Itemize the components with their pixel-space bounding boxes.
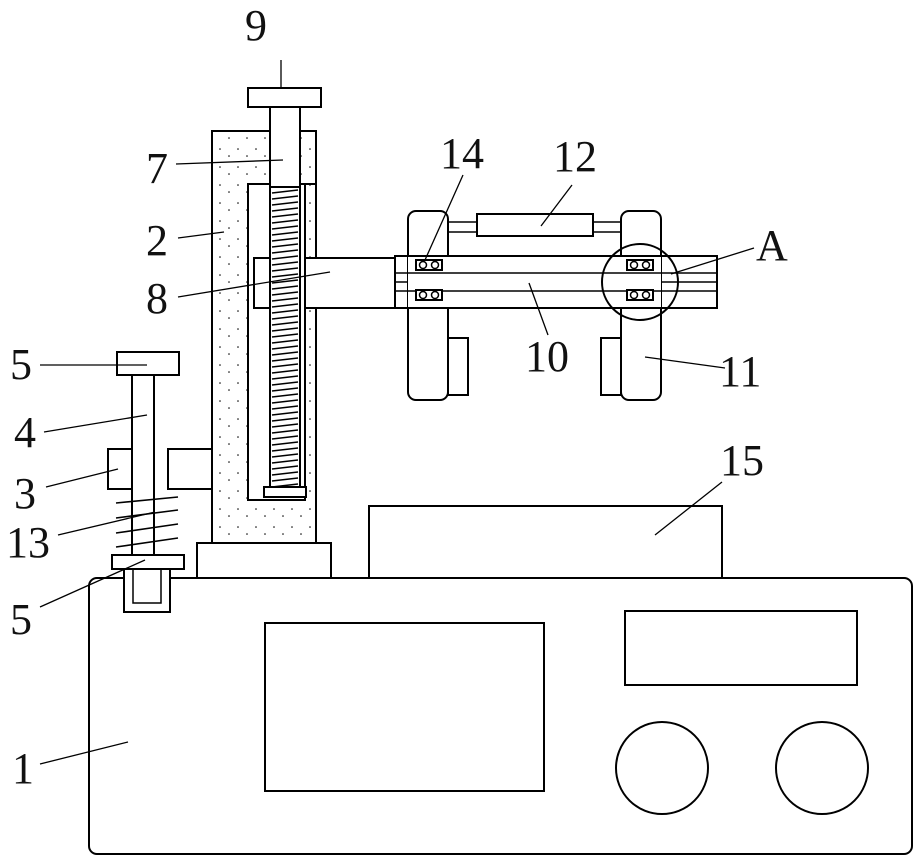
knob-right bbox=[776, 722, 868, 814]
label-11: 11 bbox=[719, 347, 761, 396]
column-base-plate bbox=[197, 543, 331, 578]
label-2: 2 bbox=[146, 216, 168, 265]
knob-left bbox=[616, 722, 708, 814]
label-13: 13 bbox=[6, 518, 50, 567]
label-5-bottom: 5 bbox=[10, 595, 32, 644]
label-5-top: 5 bbox=[10, 340, 32, 389]
work-platform bbox=[369, 506, 722, 578]
display-window bbox=[265, 623, 544, 791]
part-labels: 9 7 2 8 5 4 3 13 5 1 14 12 A 10 11 15 bbox=[6, 1, 788, 793]
label-10: 10 bbox=[525, 332, 569, 381]
label-8: 8 bbox=[146, 274, 168, 323]
handwheel-cap bbox=[248, 88, 321, 107]
top-connecting-bar bbox=[448, 214, 621, 236]
base-housing bbox=[89, 578, 912, 854]
label-A: A bbox=[756, 221, 788, 270]
label-15: 15 bbox=[720, 436, 764, 485]
label-12: 12 bbox=[553, 132, 597, 181]
label-9: 9 bbox=[245, 1, 267, 50]
label-7: 7 bbox=[146, 144, 168, 193]
label-14: 14 bbox=[440, 129, 484, 178]
label-4: 4 bbox=[14, 408, 36, 457]
label-3: 3 bbox=[14, 469, 36, 518]
screen-panel bbox=[625, 611, 857, 685]
label-1: 1 bbox=[12, 744, 34, 793]
